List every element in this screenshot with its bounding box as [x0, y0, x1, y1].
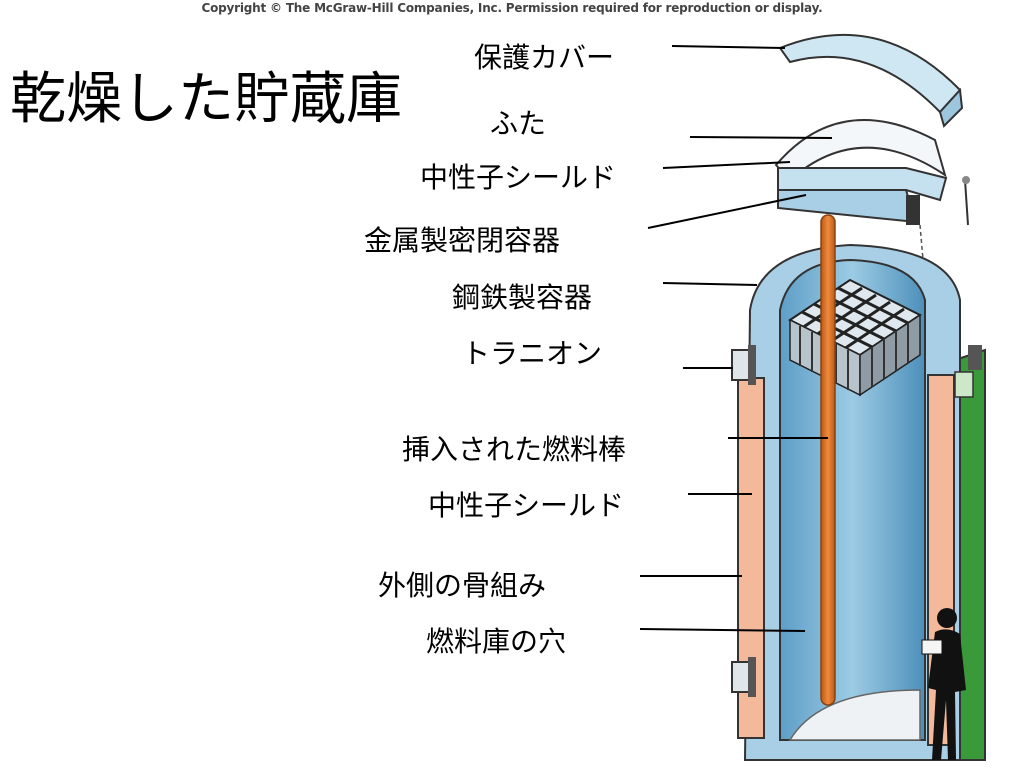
label-steel-container: 鋼鉄製容器: [452, 281, 593, 314]
label-lid: ふた: [490, 107, 547, 140]
fuel-rod: [820, 214, 836, 706]
lid: [774, 119, 970, 341]
person-silhouette: [921, 608, 966, 760]
label-metal-sealed-canister: 金属製密閉容器: [364, 224, 561, 257]
label-neutron-shield-bottom: 中性子シールド: [428, 489, 625, 522]
label-neutron-shield-top: 中性子シールド: [420, 161, 617, 194]
leader-lines: [639, 45, 833, 632]
storage-hole: [788, 689, 921, 741]
protective-cover: [778, 33, 964, 128]
label-fuel-storage-hole: 燃料庫の穴: [426, 625, 567, 658]
trunnions: [731, 345, 982, 697]
label-protective-cover: 保護カバー: [474, 41, 615, 74]
page-title: 乾燥した貯蔵庫: [10, 67, 402, 132]
label-outer-frame: 外側の骨組み: [378, 569, 547, 602]
metal-canister: [779, 258, 926, 741]
copyright-notice: Copyright © The McGraw-Hill Companies, I…: [201, 1, 823, 15]
label-inserted-fuel-rod: 挿入された燃料棒: [402, 433, 627, 466]
label-trunnion: トラニオン: [462, 337, 603, 370]
